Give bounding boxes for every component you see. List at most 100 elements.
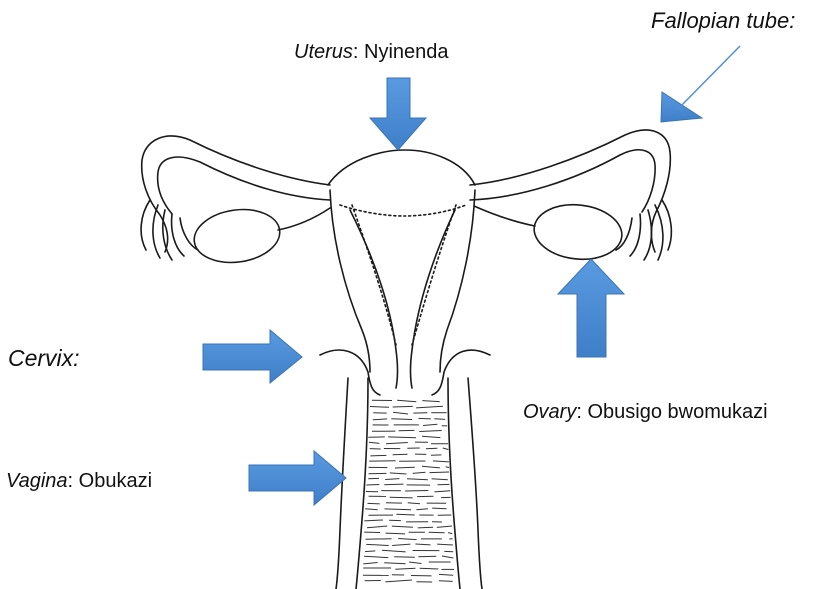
ovary-term: Ovary [523, 401, 576, 423]
ruga-stroke [390, 473, 407, 474]
arrows [203, 78, 702, 505]
ruga-stroke [384, 484, 403, 485]
ruga-stroke [418, 418, 431, 419]
ruga-stroke [393, 454, 408, 455]
ruga-stroke [385, 479, 399, 480]
ruga-stroke [395, 467, 415, 468]
ruga-stroke [439, 574, 453, 575]
ruga-stroke [386, 533, 406, 534]
ruga-stroke [422, 436, 440, 437]
ruga-stroke [386, 443, 408, 444]
ruga-stroke [397, 400, 416, 402]
arrow-ovary [558, 259, 624, 357]
ruga-stroke [385, 509, 412, 510]
ruga-stroke [437, 544, 453, 545]
ruga-stroke [373, 419, 387, 420]
ruga-stroke [422, 401, 439, 402]
ruga-stroke [422, 466, 440, 468]
ovary-separator: : [576, 401, 587, 423]
ruga-stroke [369, 442, 380, 443]
ruga-stroke [433, 461, 449, 462]
ruga-stroke [392, 544, 410, 545]
ruga-stroke [366, 544, 388, 545]
label-uterus: Uterus: Nyinenda [294, 40, 449, 64]
ruga-stroke [368, 503, 380, 504]
uterus-fundus [328, 150, 475, 185]
ovarian-ligament-left [278, 208, 330, 230]
arrow-fallopian-line [677, 46, 740, 110]
ruga-stroke [409, 562, 421, 564]
uterus-translation: Nyinenda [364, 41, 449, 63]
arrow-fallopian [661, 92, 702, 122]
ruga-stroke [391, 419, 412, 420]
ruga-stroke [407, 479, 428, 480]
ruga-stroke [416, 509, 428, 510]
fimbriae-left [141, 200, 198, 260]
fallopian-tube-left [142, 136, 330, 252]
ruga-stroke [385, 580, 412, 582]
fallopian-term: Fallopian tube: [651, 8, 795, 33]
ovary-right [531, 201, 624, 264]
label-cervix: Cervix: [8, 346, 80, 370]
vagina-separator: : [68, 470, 79, 492]
ruga-stroke [365, 509, 378, 510]
ruga-stroke [418, 527, 433, 528]
ruga-stroke [434, 491, 450, 492]
ruga-stroke [426, 448, 438, 449]
ruga-stroke [405, 491, 428, 492]
ruga-stroke [442, 556, 454, 558]
ruga-stroke [364, 520, 383, 521]
ruga-stroke [366, 485, 379, 486]
arrow-cervix [203, 330, 302, 383]
ruga-stroke [396, 514, 414, 515]
arrow-uterus [370, 78, 426, 150]
ovary-translation: Obusigo bwomukazi [587, 401, 767, 423]
uterus-separator: : [353, 41, 364, 63]
ruga-stroke [432, 508, 446, 509]
ruga-stroke [382, 550, 406, 552]
vagina-translation: Obukazi [79, 470, 152, 492]
ruga-stroke [437, 526, 452, 527]
cervix-outline [320, 350, 490, 395]
ruga-stroke [420, 568, 439, 569]
ruga-stroke [448, 533, 452, 534]
ruga-stroke [392, 526, 413, 527]
ruga-stroke [439, 581, 453, 582]
vaginal-rugae [363, 400, 454, 582]
ruga-stroke [419, 431, 441, 432]
label-vagina: Vagina: Obukazi [6, 469, 152, 493]
cervix-term: Cervix: [8, 345, 80, 371]
ruga-stroke [443, 448, 449, 450]
arrow-vagina [249, 451, 346, 505]
ruga-stroke [415, 544, 430, 545]
ruga-stroke [418, 556, 436, 557]
uterus-term: Uterus [294, 41, 353, 63]
ruga-stroke [432, 479, 448, 480]
vagina-term: Vagina [6, 470, 68, 492]
ovarian-ligament-right [474, 206, 535, 226]
ruga-stroke [413, 472, 426, 473]
ruga-stroke [367, 526, 387, 528]
ruga-stroke [390, 497, 413, 498]
cervical-canal [350, 210, 455, 388]
ruga-stroke [446, 467, 450, 468]
ruga-stroke [366, 539, 392, 540]
label-ovary: Ovary: Obusigo bwomukazi [523, 400, 768, 424]
ovary-left [191, 204, 283, 267]
ruga-stroke [395, 568, 415, 569]
ruga-stroke [394, 557, 415, 558]
ruga-stroke [393, 412, 408, 414]
ruga-stroke [364, 556, 388, 557]
ruga-stroke [430, 472, 450, 473]
ruga-stroke [393, 406, 413, 407]
ruga-stroke [434, 419, 445, 420]
ruga-stroke [370, 455, 386, 456]
ruga-stroke [363, 563, 377, 564]
ruga-stroke [365, 551, 375, 552]
ruga-stroke [423, 424, 437, 425]
ruga-stroke [398, 539, 416, 540]
label-fallopian-tube: Fallopian tube: [651, 9, 795, 33]
ruga-stroke [370, 407, 389, 408]
ruga-stroke [429, 532, 445, 533]
